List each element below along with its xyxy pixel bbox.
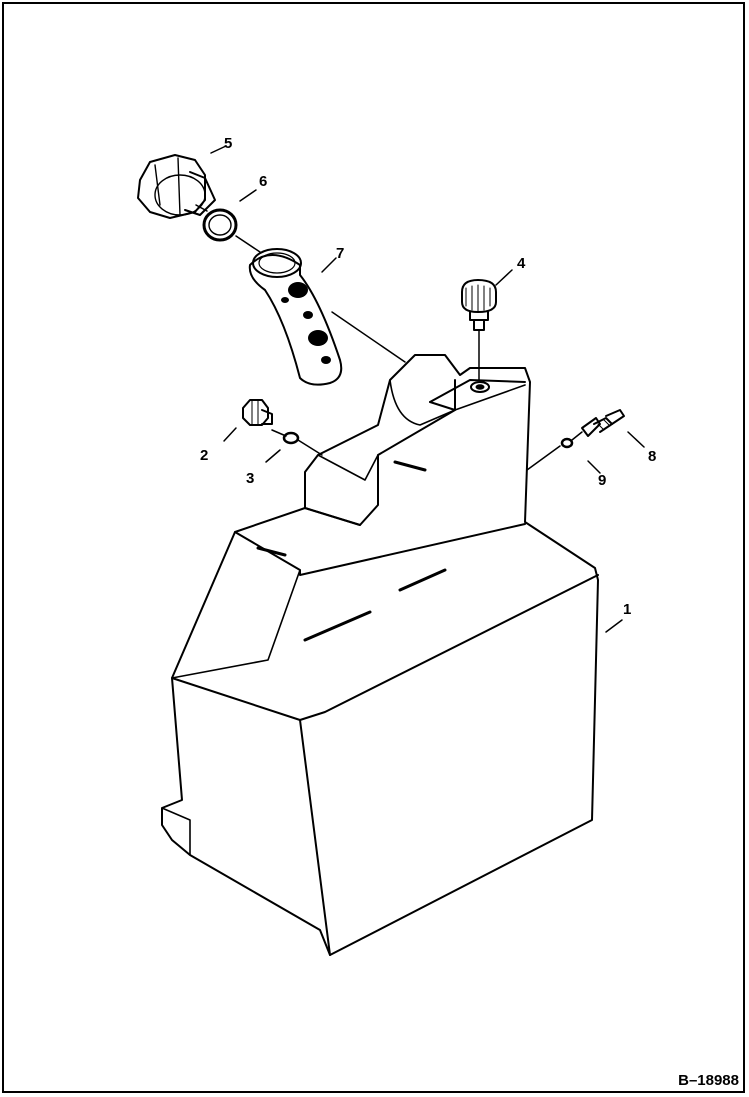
callout-1: 1 (623, 601, 631, 618)
o-ring-small (282, 431, 300, 445)
filler-hose (248, 248, 343, 386)
drain-fitting (581, 409, 625, 437)
plug (242, 399, 273, 426)
callout-4: 4 (517, 255, 526, 272)
callout-5: 5 (224, 135, 232, 152)
callout-9: 9 (598, 472, 606, 489)
callout-7: 7 (336, 245, 344, 262)
figure-reference: B–18988 (678, 1072, 739, 1089)
o-ring-large (202, 208, 238, 242)
breather-cap (461, 279, 497, 331)
filler-cap (137, 154, 216, 219)
washer (560, 437, 574, 449)
callout-8: 8 (648, 448, 656, 465)
callout-6: 6 (259, 173, 267, 190)
leader-lines (195, 145, 645, 633)
tank (161, 354, 599, 956)
callout-3: 3 (246, 470, 254, 487)
callout-2: 2 (200, 447, 208, 464)
